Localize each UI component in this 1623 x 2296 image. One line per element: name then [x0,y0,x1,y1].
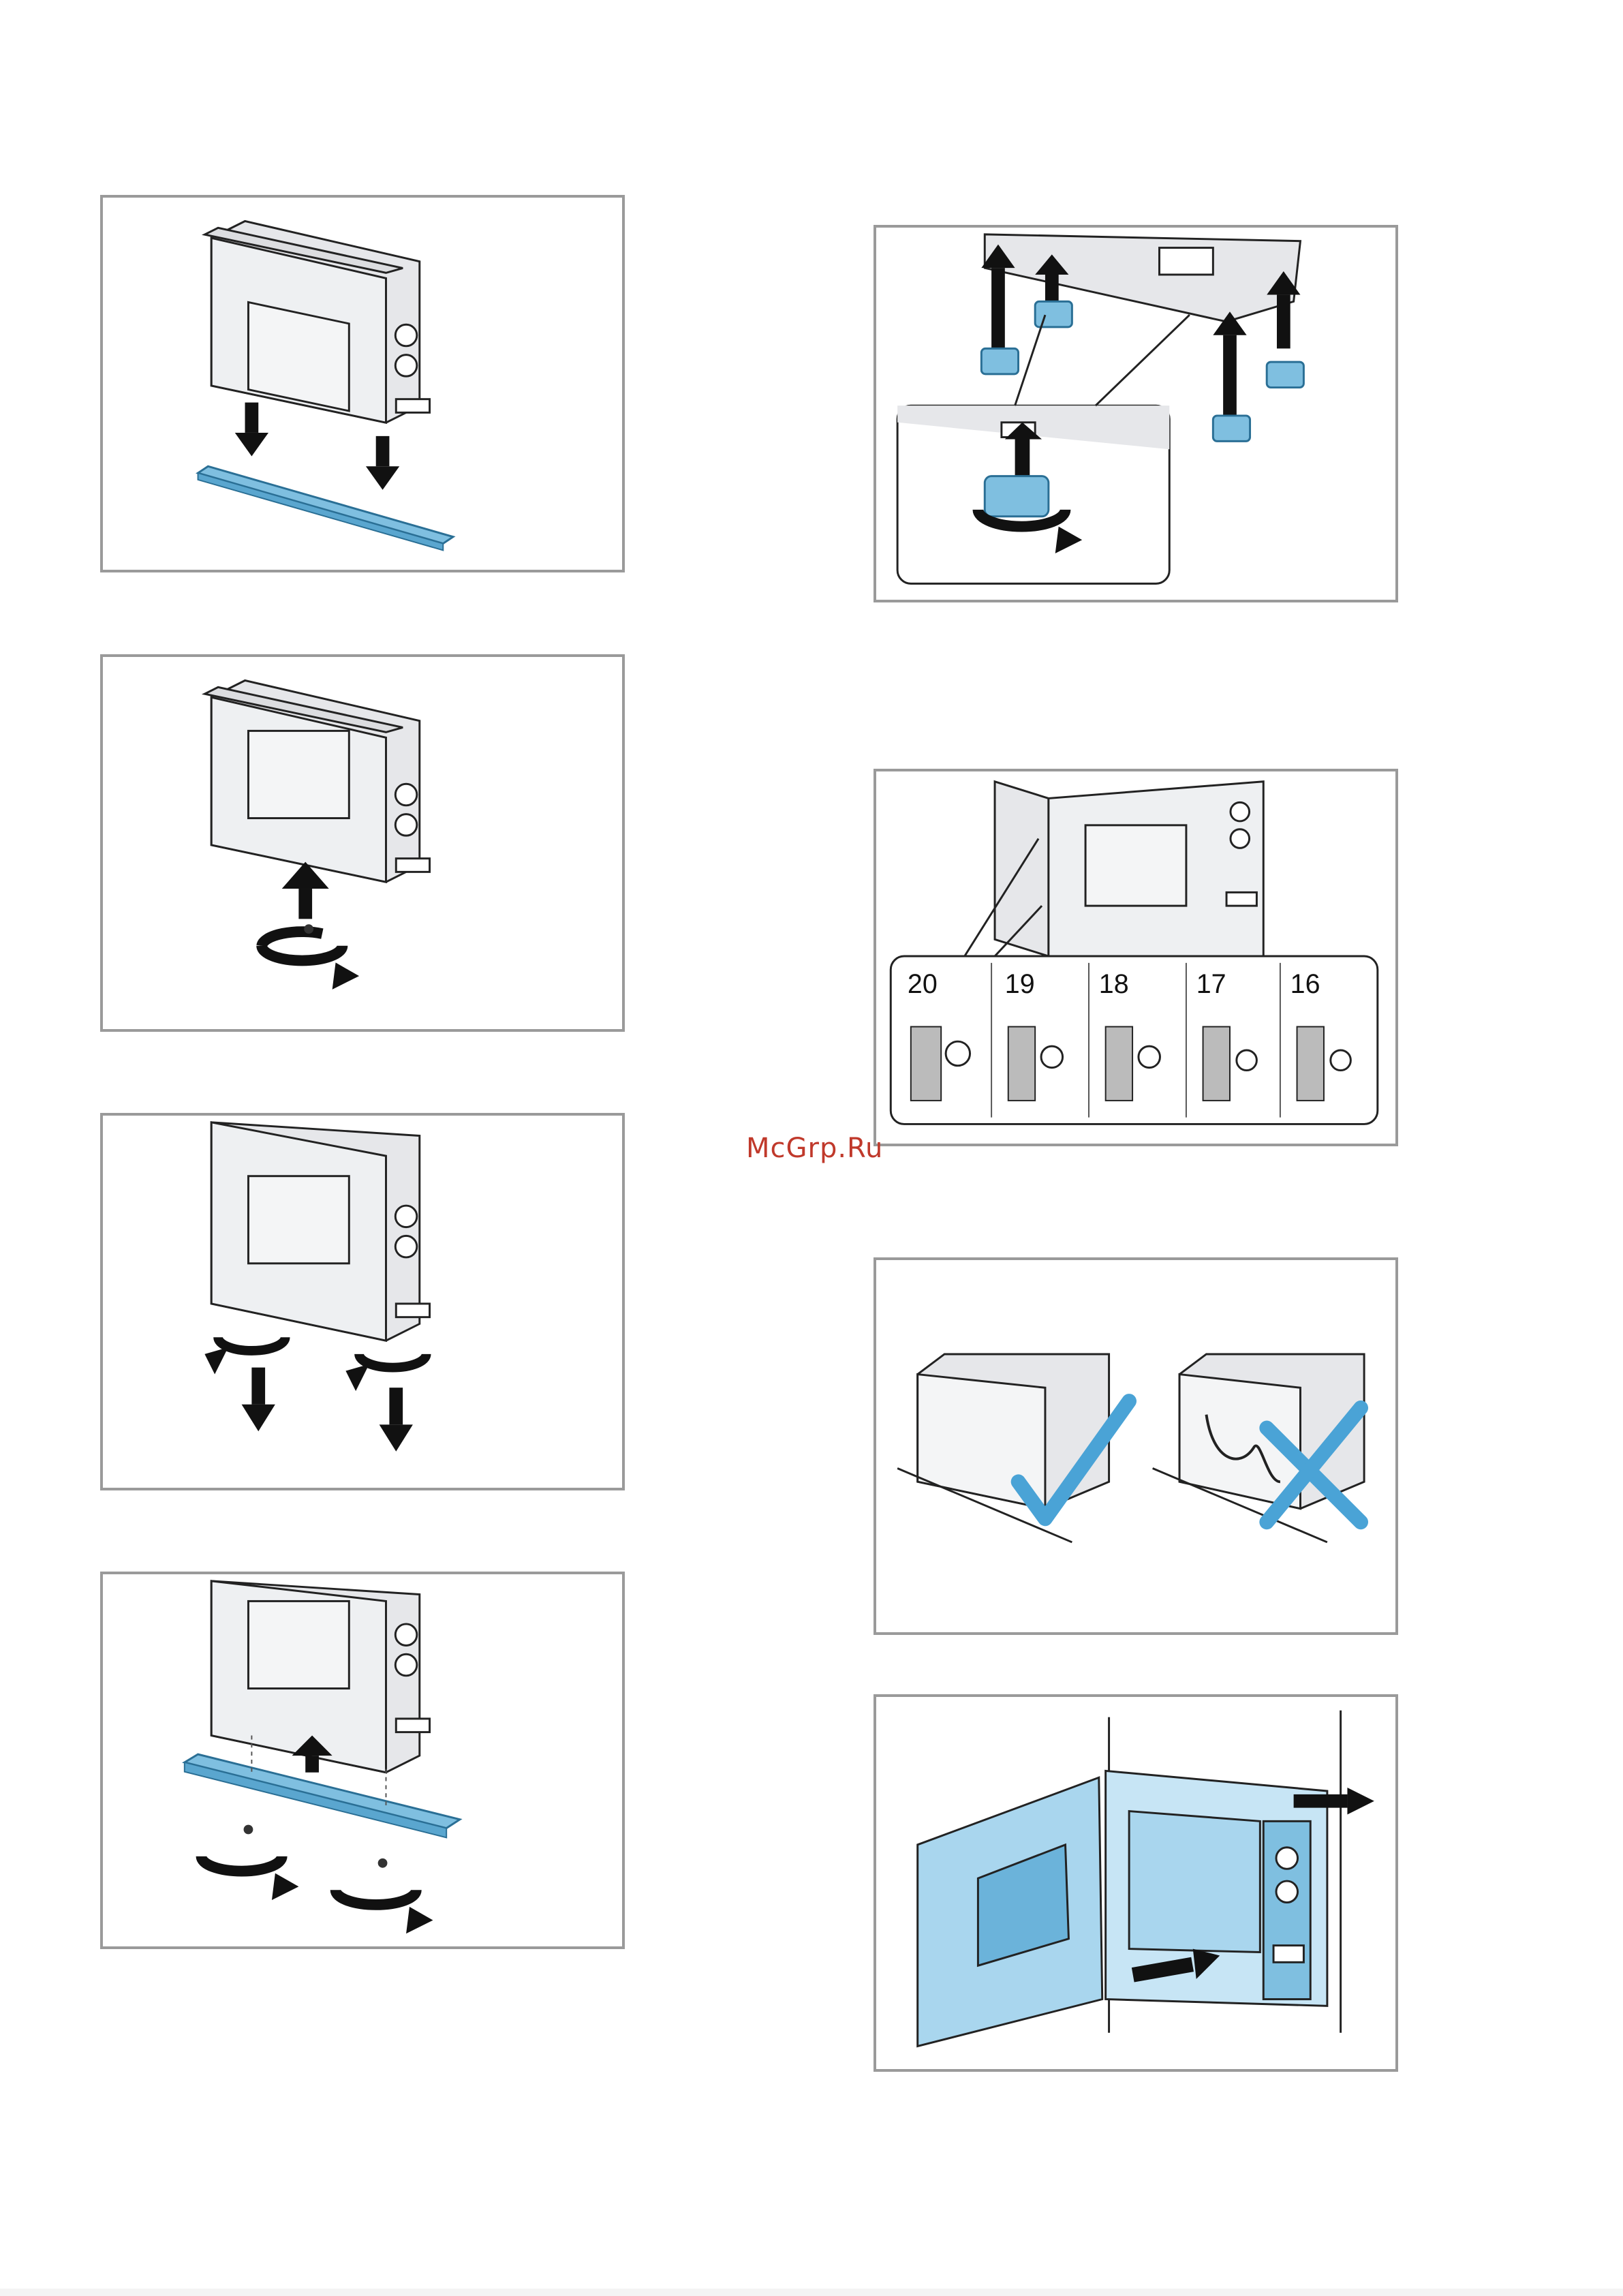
step-5-illustration [876,228,1395,600]
step-3-panel [100,1113,625,1490]
gauge-label-17: 17 [1196,969,1226,999]
microwave-icon [211,1581,429,1773]
step-8-panel [874,1694,1398,2072]
gauge-label-18: 18 [1099,969,1129,999]
step-7-panel [874,1257,1398,1635]
microwave-icon [211,1122,429,1341]
step-6-illustration: 20 19 18 17 16 [876,771,1395,1144]
down-arrow-icon [242,1368,413,1452]
step-6-panel: 20 19 18 17 16 [874,769,1398,1146]
gauge-label-19: 19 [1005,969,1035,999]
microwave-icon [995,782,1263,956]
step-5-panel [874,225,1398,602]
screw-rotate-icon [262,924,359,990]
page-footer-strip [0,2289,1623,2296]
step-4-panel [100,1572,625,1949]
gauge-label-16: 16 [1290,969,1320,999]
step-1-illustration [103,198,622,570]
microwave-open-door-icon [918,1711,1341,2047]
step-7-illustration [876,1260,1395,1632]
screw-rotate-icon [204,1337,426,1391]
screw-rotate-icon [201,1825,433,1934]
step-2-illustration [103,657,622,1029]
step-2-panel [100,654,625,1032]
step-3-illustration [103,1116,622,1488]
detail-callout [897,315,1190,583]
up-arrow-icon [282,862,329,919]
microwave-icon [204,680,429,882]
microwave-icon [204,221,429,423]
watermark: McGrp.Ru [746,1133,883,1164]
step-4-illustration [103,1574,622,1946]
mounting-rail-icon [198,466,454,550]
gauge-label-20: 20 [908,969,938,999]
step-1-panel [100,195,625,572]
step-8-illustration [876,1697,1395,2069]
microwave-icon [985,234,1300,322]
